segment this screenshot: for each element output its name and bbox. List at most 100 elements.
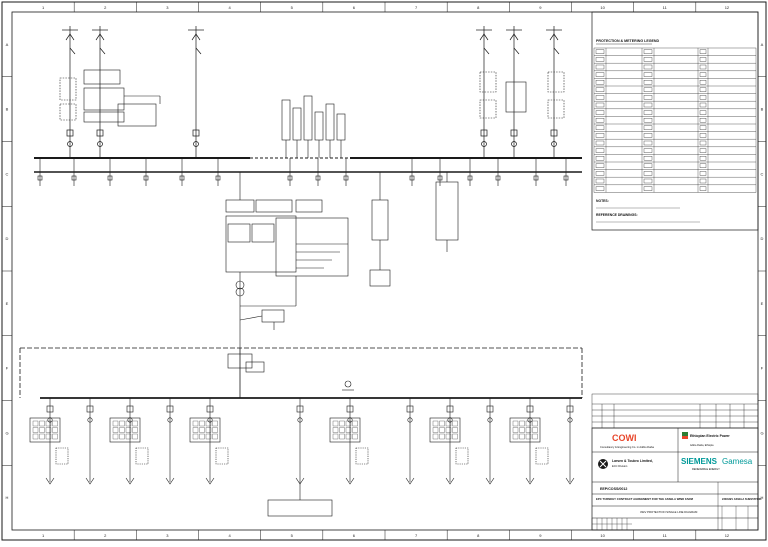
- legend-symbol-icon: [699, 95, 707, 100]
- border-row-label: C: [6, 171, 9, 176]
- relay-panel: [509, 417, 541, 443]
- legend-panel: PROTECTION & METERING LEGEND: [591, 11, 759, 231]
- disconnector-icon: [553, 47, 560, 55]
- legend-symbol-icon: [699, 110, 707, 115]
- border-row-label: H: [761, 495, 764, 500]
- legend-symbol-icon: [643, 64, 653, 70]
- border-row-label: E: [6, 301, 9, 306]
- notes-panel: NOTES: REFERENCE DRAWINGS:: [596, 199, 700, 223]
- legend-symbol-icon: [595, 87, 605, 92]
- oem-logo-gamesa: Gamesa: [722, 457, 753, 466]
- central-metering-cluster: [281, 95, 346, 158]
- border-column-label: 11: [663, 5, 668, 10]
- border-row-label: H: [6, 495, 9, 500]
- hv-feeder-bays: [62, 26, 562, 158]
- legend-symbol-icon: [595, 102, 605, 108]
- border-column-label: 2: [104, 533, 107, 538]
- legend-symbol-icon: [699, 118, 707, 123]
- client-logo-icon: [682, 432, 688, 439]
- disconnector-icon: [513, 47, 520, 55]
- legend-heading: PROTECTION & METERING LEGEND: [596, 39, 659, 43]
- cable-termination-icon: [549, 33, 559, 41]
- relay-panel: [329, 417, 361, 443]
- border-column-label: 5: [291, 5, 294, 10]
- cable-termination-icon: [509, 33, 519, 41]
- switch-icon: [143, 175, 149, 181]
- current-transformer-icon: [97, 141, 103, 147]
- switch-icon: [37, 175, 43, 181]
- disconnector-icon: [99, 47, 106, 55]
- border-column-label: 6: [353, 533, 356, 538]
- relay-panel: [29, 417, 61, 443]
- cable-end-icon: [565, 477, 575, 485]
- legend-symbol-icon: [595, 57, 605, 62]
- border-row-label: B: [761, 107, 764, 112]
- border-column-label: 3: [166, 5, 169, 10]
- border-column-label: 11: [663, 533, 668, 538]
- circuit-breaker-icon: [66, 129, 74, 137]
- metering-box: [215, 447, 229, 465]
- border-column-label: 2: [104, 5, 107, 10]
- owner-subtitle: Consultancy & Engineering Co. in Addis A…: [600, 445, 654, 449]
- legend-symbol-icon: [699, 49, 707, 54]
- contractor-logo-icon: [598, 459, 608, 469]
- cable-end-icon: [165, 477, 175, 485]
- legend-symbol-icon: [643, 49, 653, 54]
- legend-table: [593, 47, 757, 193]
- cable-end-icon: [345, 477, 355, 485]
- legend-symbol-icon: [699, 171, 707, 176]
- contractor-name: Larsen & Toubro Limited,: [612, 459, 653, 463]
- cable-end-icon: [445, 477, 455, 485]
- switch-icon: [287, 175, 293, 181]
- border-column-label: 5: [291, 533, 294, 538]
- legend-symbol-icon: [595, 80, 605, 85]
- legend-symbol-icon: [699, 87, 707, 92]
- metering-box: [355, 447, 369, 465]
- auxiliary-transformer-panel: [369, 172, 459, 287]
- legend-symbol-icon: [595, 95, 605, 100]
- legend-symbol-icon: [643, 110, 653, 115]
- legend-symbol-icon: [699, 148, 707, 153]
- border-row-label: D: [6, 236, 9, 241]
- border-column-label: 6: [353, 5, 356, 10]
- border-column-label: 10: [600, 533, 605, 538]
- border-column-label: 9: [539, 5, 542, 10]
- legend-symbol-icon: [699, 72, 707, 77]
- legend-symbol-icon: [643, 163, 653, 168]
- switch-icon: [215, 175, 221, 181]
- mv-breaker-icon: [296, 405, 304, 413]
- mv-ct-icon: [487, 417, 493, 423]
- mv-ct-icon: [87, 417, 93, 423]
- legend-symbol-icon: [643, 133, 653, 138]
- legend-symbol-icon: [595, 133, 605, 138]
- relay-panel: [429, 417, 461, 443]
- right-protection-panels: [479, 71, 565, 119]
- metering-box: [55, 447, 69, 465]
- contractor-subtitle: ECC Division: [612, 464, 628, 468]
- cable-end-icon: [205, 477, 215, 485]
- border-row-label: D: [761, 236, 764, 241]
- mv-breaker-icon: [166, 405, 174, 413]
- client-subtitle: Addis Ababa, Ethiopia: [690, 444, 714, 447]
- cable-termination-icon: [65, 33, 75, 41]
- metering-box: [455, 447, 469, 465]
- legend-symbol-icon: [699, 125, 707, 130]
- legend-grid: [593, 47, 757, 193]
- border-column-label: 12: [725, 5, 730, 10]
- current-transformer-icon: [67, 141, 73, 147]
- left-protection-panels: [59, 69, 161, 127]
- legend-symbol-icon: [643, 148, 653, 153]
- disconnector-icon: [69, 47, 76, 55]
- current-transformer-icon: [551, 141, 557, 147]
- mv-ct-icon: [167, 417, 173, 423]
- legend-symbol-icon: [595, 178, 605, 184]
- border-column-label: 7: [415, 5, 418, 10]
- legend-symbol-icon: [643, 178, 653, 184]
- legend-symbol-icon: [643, 186, 653, 191]
- title-block-grid: [591, 506, 749, 530]
- switch-icon: [315, 175, 321, 181]
- circuit-breaker-icon: [510, 129, 518, 137]
- border-row-label: G: [760, 430, 763, 435]
- mv-breaker-icon: [206, 405, 214, 413]
